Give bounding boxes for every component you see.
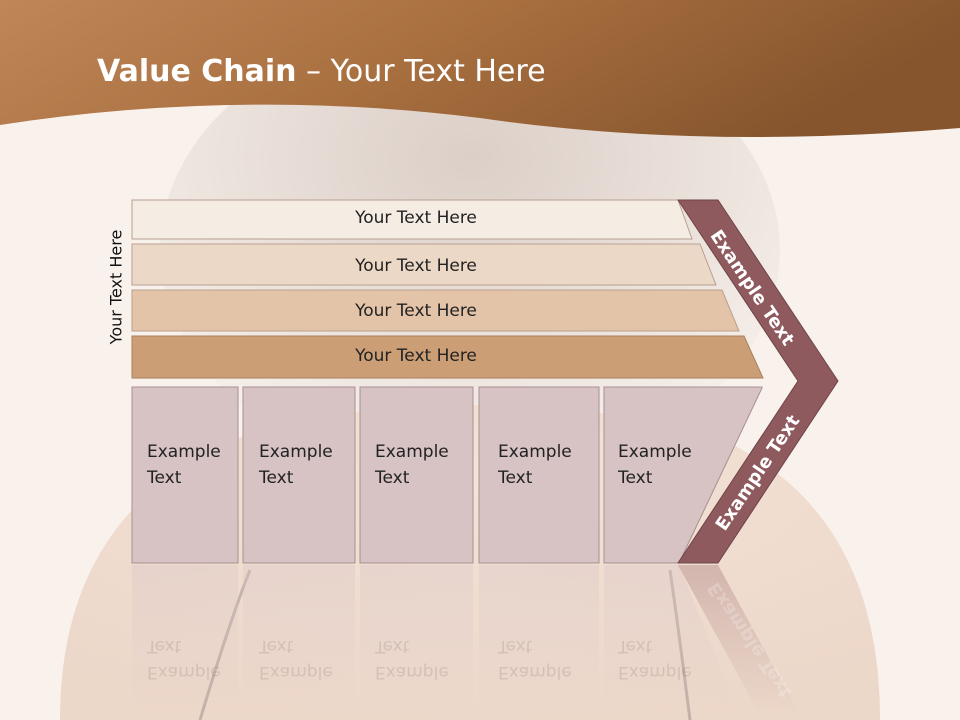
primary-box-1-line1: Example xyxy=(147,442,221,462)
support-row-1-label: Your Text Here xyxy=(355,208,477,228)
support-row-1 xyxy=(131,199,693,240)
reflection-box-3-line2: Text xyxy=(375,636,410,656)
support-row-2-label: Your Text Here xyxy=(355,256,477,276)
reflection-box-1 xyxy=(132,565,238,715)
reflection-box-5-line2: Text xyxy=(618,636,653,656)
reflection-box-4-line1: Example xyxy=(498,662,572,682)
support-row-4-label: Your Text Here xyxy=(355,346,477,366)
title-rest: – Your Text Here xyxy=(296,54,546,89)
reflection-box-4-line2: Text xyxy=(498,636,533,656)
reflection-box-1-line2: Text xyxy=(147,636,182,656)
page-title: Value Chain – Your Text Here xyxy=(97,54,546,89)
reflection-box-4-label: Example Text xyxy=(498,633,572,685)
primary-box-5 xyxy=(603,386,763,564)
support-row-3-label: Your Text Here xyxy=(355,301,477,321)
support-row-4 xyxy=(131,335,764,379)
reflection-box-3-label: Example Text xyxy=(375,633,449,685)
reflection-box-4 xyxy=(479,565,599,715)
reflection-box-3-line1: Example xyxy=(375,662,449,682)
header-band xyxy=(0,0,960,137)
primary-box-4 xyxy=(478,386,600,564)
reflection-box-2 xyxy=(243,565,355,715)
support-row-3 xyxy=(131,289,740,332)
reflection-box-5-label: Example Text xyxy=(618,633,692,685)
primary-box-2 xyxy=(242,386,356,564)
primary-box-3-line1: Example xyxy=(375,442,449,462)
reflection-box-5-line1: Example xyxy=(618,662,692,682)
primary-box-5-line2: Text xyxy=(618,468,653,488)
primary-box-4-line1: Example xyxy=(498,442,572,462)
reflection-box-2-label: Example Text xyxy=(259,633,333,685)
primary-box-2-line1: Example xyxy=(259,442,333,462)
reflection-box-1-label: Example Text xyxy=(147,633,221,685)
reflection-box-2-line2: Text xyxy=(259,636,294,656)
primary-box-5-line1: Example xyxy=(618,442,692,462)
primary-box-2-line2: Text xyxy=(259,468,294,488)
primary-box-3 xyxy=(359,386,474,564)
reflection-box-5 xyxy=(604,565,740,715)
title-bold: Value Chain xyxy=(97,54,297,89)
margin-chevron xyxy=(677,199,839,564)
reflection-box-3 xyxy=(360,565,473,715)
primary-box-3-line2: Text xyxy=(375,468,410,488)
primary-box-1 xyxy=(131,386,239,564)
reflection-box-1-line1: Example xyxy=(147,662,221,682)
primary-box-1-line2: Text xyxy=(147,468,182,488)
support-row-2 xyxy=(131,243,717,286)
primary-box-4-line2: Text xyxy=(498,468,533,488)
reflection-chevron xyxy=(678,565,800,715)
reflection-box-2-line1: Example xyxy=(259,662,333,682)
